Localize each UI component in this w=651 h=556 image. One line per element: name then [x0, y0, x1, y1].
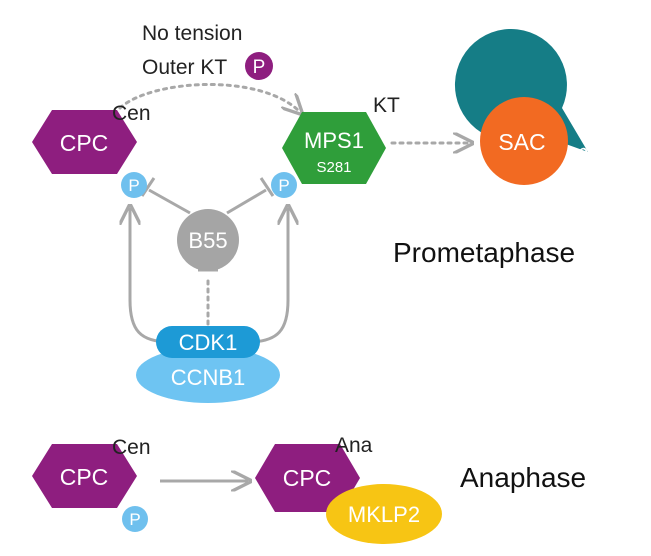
label-prometaphase: Prometaphase [393, 237, 575, 268]
cpc-anaphase-left-hexagon: CPC [32, 444, 137, 508]
label-outer-kt: Outer KT [142, 56, 227, 79]
label-anaphase: Anaphase [460, 462, 586, 493]
cpc-anaphase-right-hexagon: CPC [255, 444, 360, 512]
label-no-tension: No tension [142, 22, 242, 45]
anaphase-cpc-phospho-badge: P [122, 506, 148, 532]
svg-text:CPC: CPC [60, 464, 109, 490]
inhibit-line-b55-to-mps1-p [226, 188, 267, 215]
arrow-cdk1-to-cpc-p [130, 208, 171, 344]
sac-circle: SAC [480, 97, 568, 185]
svg-text:CPC: CPC [60, 130, 109, 156]
svg-text:SAC: SAC [498, 129, 545, 155]
svg-text:P: P [278, 176, 289, 195]
svg-text:P: P [128, 176, 139, 195]
svg-text:P: P [253, 57, 266, 78]
svg-text:MPS1: MPS1 [304, 128, 364, 153]
label-cen-top: Cen [112, 102, 151, 125]
ccnb1-ellipse: CCNB1 [136, 347, 280, 403]
cpc-top-hexagon: CPC [32, 110, 137, 174]
svg-text:S281: S281 [316, 159, 351, 176]
label-kt: KT [373, 94, 400, 117]
mps1-phospho-badge: P [271, 172, 297, 198]
svg-text:CPC: CPC [283, 465, 332, 491]
outer-kt-phospho-badge: P [245, 52, 273, 80]
svg-text:P: P [129, 510, 140, 529]
arrow-cdk1-to-mps1-p [247, 208, 288, 344]
svg-text:CCNB1: CCNB1 [171, 365, 246, 390]
b55-circle: B55 [177, 209, 239, 271]
svg-text:B55: B55 [188, 228, 227, 253]
cdk1-capsule: CDK1 [156, 326, 260, 358]
dotted-curve-arrow-cen-to-kt [118, 83, 300, 112]
svg-text:CDK1: CDK1 [179, 330, 238, 355]
mps1-hexagon: MPS1 S281 [282, 112, 386, 184]
inhibit-bar-mps1-p [259, 177, 275, 197]
mklp2-ellipse: MKLP2 [326, 484, 442, 544]
label-cen-bottom: Cen [112, 436, 151, 459]
cpc-phospho-badge: P [121, 172, 147, 198]
label-ana: Ana [335, 434, 373, 457]
svg-text:MKLP2: MKLP2 [348, 502, 420, 527]
inhibit-line-b55-to-cpc-p [148, 188, 191, 215]
